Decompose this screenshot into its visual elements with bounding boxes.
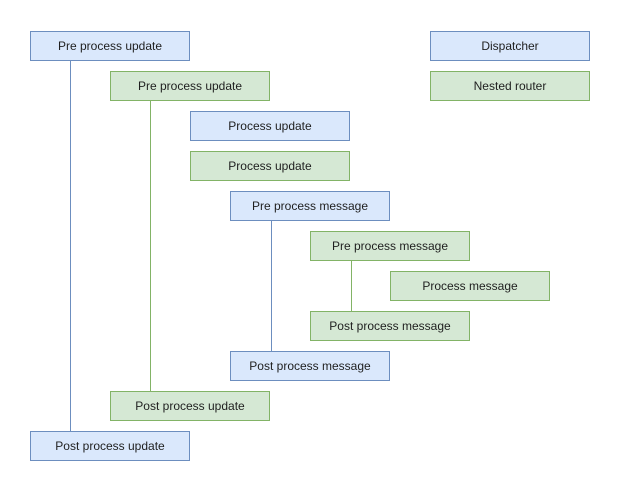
- edge-router-message-spine: [351, 261, 352, 311]
- node-label: Process update: [228, 158, 312, 173]
- edge-dispatcher-message-spine: [271, 221, 272, 351]
- edge-dispatcher-update-spine: [70, 61, 71, 431]
- node-label: Pre process update: [57, 38, 163, 53]
- node-post-process-update-router[interactable]: Post process update: [110, 391, 270, 421]
- legend-item-label: Dispatcher: [481, 38, 539, 53]
- node-label: Post process update: [55, 438, 165, 453]
- node-label: Pre process update: [137, 78, 243, 93]
- node-label: Post process message: [249, 358, 371, 373]
- node-pre-process-message-router[interactable]: Pre process message: [310, 231, 470, 261]
- node-post-process-message-dispatcher[interactable]: Post process message: [230, 351, 390, 381]
- edge-router-update-spine: [150, 101, 151, 391]
- node-label: Post process message: [329, 318, 451, 333]
- node-post-process-message-router[interactable]: Post process message: [310, 311, 470, 341]
- node-pre-process-update-dispatcher[interactable]: Pre process update: [30, 31, 190, 61]
- node-label: Pre process message: [251, 198, 369, 213]
- node-pre-process-message-dispatcher[interactable]: Pre process message: [230, 191, 390, 221]
- legend-item-nested-router[interactable]: Nested router: [430, 71, 590, 101]
- node-label: Pre process message: [331, 238, 449, 253]
- node-process-update-router[interactable]: Process update: [190, 151, 350, 181]
- legend-item-label: Nested router: [473, 78, 547, 93]
- node-post-process-update-dispatcher[interactable]: Post process update: [30, 431, 190, 461]
- node-process-update-dispatcher[interactable]: Process update: [190, 111, 350, 141]
- node-process-message-router[interactable]: Process message: [390, 271, 550, 301]
- node-label: Process update: [228, 118, 312, 133]
- legend-item-dispatcher[interactable]: Dispatcher: [430, 31, 590, 61]
- node-label: Process message: [422, 278, 518, 293]
- node-label: Post process update: [135, 398, 245, 413]
- node-pre-process-update-router[interactable]: Pre process update: [110, 71, 270, 101]
